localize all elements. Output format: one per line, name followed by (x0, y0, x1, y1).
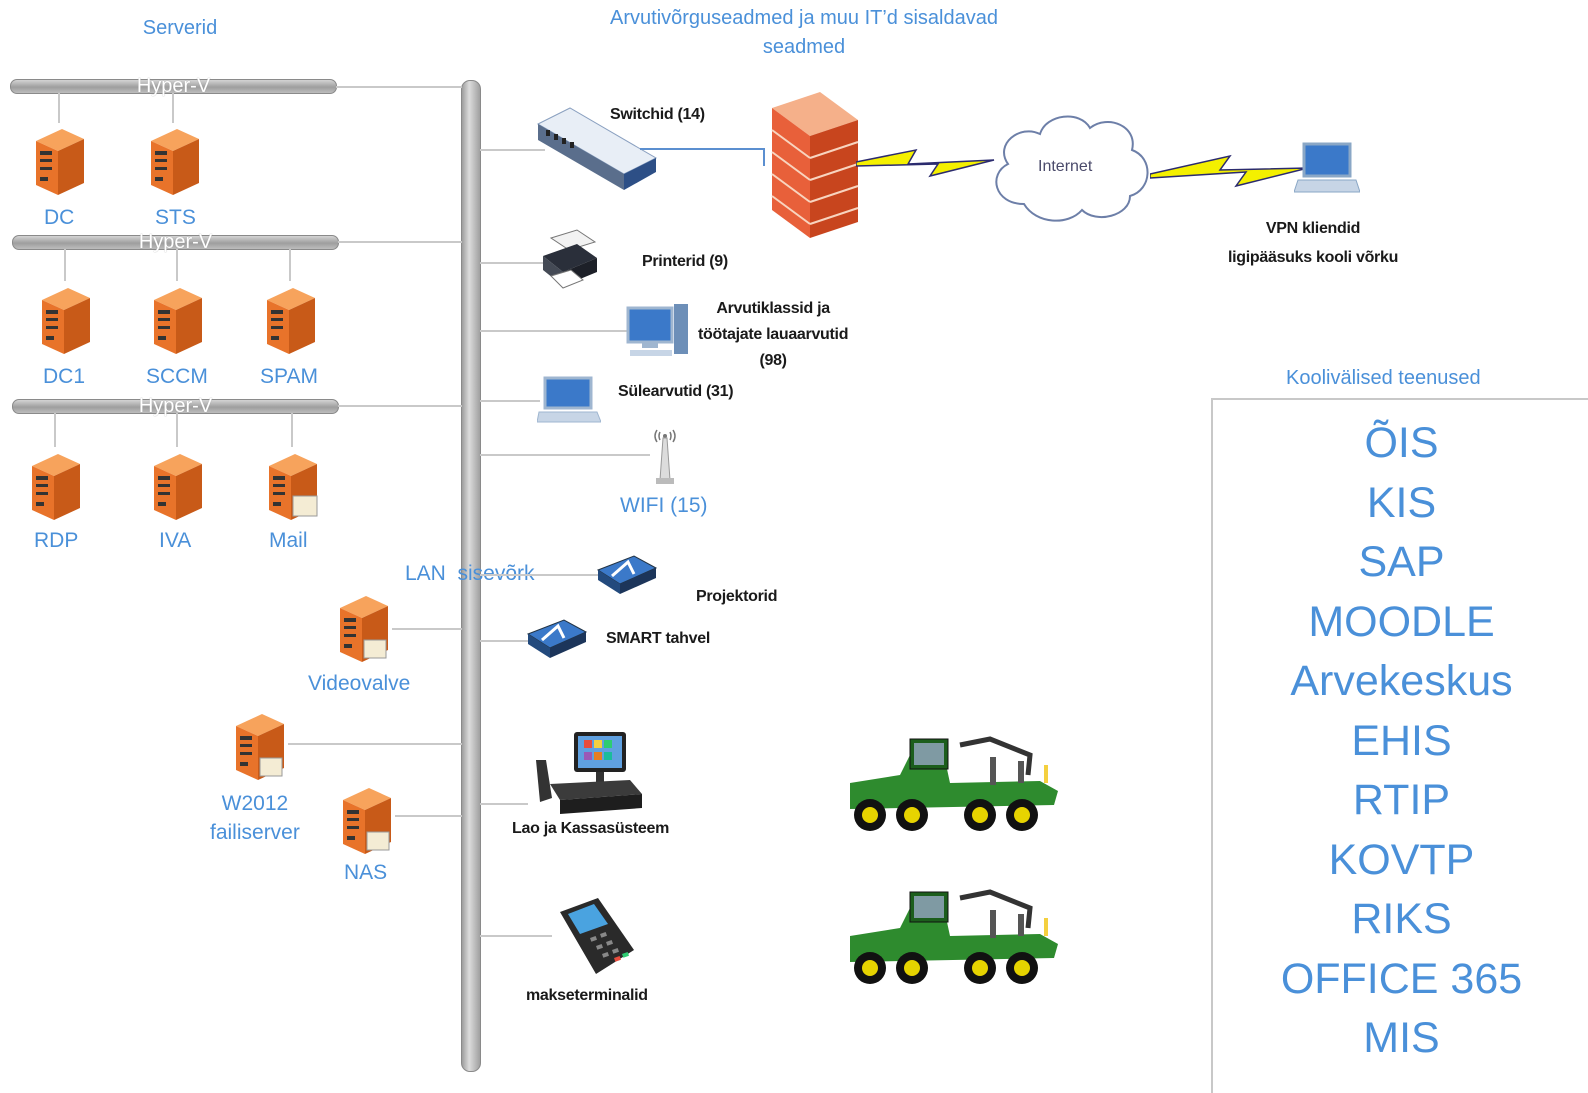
server-icon (267, 288, 315, 354)
videovalve-server-icon (340, 596, 388, 662)
lightning-icon (1150, 154, 1309, 188)
server-label-sccm: SCCM (146, 365, 208, 388)
connector (176, 413, 178, 447)
external-services-box: ÕIS KIS SAP MOODLE Arvekeskus EHIS RTIP … (1211, 398, 1588, 1093)
external-service: MOODLE (1308, 597, 1495, 646)
videovalve-label: Videovalve (308, 672, 411, 695)
smart-label: SMART tahvel (606, 630, 710, 647)
laptop-icon (1294, 142, 1360, 193)
hyperv-label: Hyper-V (138, 395, 213, 417)
hyperv-bar-3: Hyper-V (12, 395, 339, 417)
printer-icon (543, 229, 597, 289)
external-service: SAP (1358, 538, 1445, 586)
desktops-label: Arvutiklassid ja töötajate lauaarvutid (… (698, 300, 849, 369)
connector (289, 249, 291, 281)
server-icon (151, 129, 199, 195)
nas-label: NAS (344, 861, 388, 884)
connector (336, 86, 462, 88)
vpn-label: VPN kliendid ligipääsuks kooli võrku (1228, 220, 1399, 266)
hyperv-bar-1: Hyper-V (10, 75, 337, 97)
internet-label: Internet (1038, 158, 1093, 175)
connector (338, 405, 462, 407)
server-label-rdp: RDP (34, 529, 79, 552)
connector (176, 249, 178, 281)
server-label-dc: DC (44, 206, 75, 229)
connector (480, 935, 552, 937)
server-icon (32, 454, 80, 520)
projector-icon (596, 555, 658, 594)
firewall-icon (771, 92, 859, 238)
hyperv-bar-2: Hyper-V (12, 231, 339, 253)
printers-label: Printerid (9) (642, 253, 728, 270)
external-title: Koolivälised teenused (1286, 367, 1481, 389)
server-icon (154, 454, 202, 520)
server-label-spam: SPAM (260, 365, 318, 388)
server-label-mail: Mail (269, 529, 308, 552)
connector (64, 249, 66, 281)
connector (480, 330, 630, 332)
servers-title: Serverid (142, 17, 218, 39)
external-service: KIS (1366, 478, 1437, 527)
connector (480, 262, 545, 264)
external-service: MIS (1363, 1014, 1440, 1062)
connector (54, 413, 56, 447)
server-icon (42, 288, 90, 354)
external-service: KOVTP (1328, 835, 1475, 884)
connector (480, 640, 530, 642)
terminals-label: makseterminalid (526, 987, 648, 1004)
laptop-icon (537, 376, 601, 423)
external-service: EHIS (1351, 716, 1452, 765)
external-service: ÕIS (1364, 419, 1439, 467)
connector (395, 815, 462, 817)
external-service: Arvekeskus (1290, 657, 1513, 705)
projectors-label: Projektorid (696, 588, 778, 605)
connector (172, 93, 174, 123)
connector (480, 454, 650, 456)
nas-server-icon (343, 788, 391, 854)
server-icon (36, 129, 84, 195)
smart-board-icon (526, 619, 588, 658)
server-label-dc1: DC1 (43, 365, 86, 388)
pos-terminal-icon (536, 732, 642, 814)
lightning-icon (856, 148, 995, 178)
server-icon (154, 288, 202, 354)
hyperv-label: Hyper-V (138, 231, 213, 253)
wifi-antenna-icon (654, 429, 676, 484)
connector (480, 803, 528, 805)
connector (291, 413, 293, 447)
connector (392, 628, 462, 630)
server-label-sts: STS (155, 206, 196, 229)
switch-link (763, 148, 765, 166)
hyperv-label: Hyper-V (136, 75, 211, 97)
switches-label: Switchid (14) (610, 106, 705, 123)
external-service: RTIP (1352, 776, 1451, 824)
switch-link (640, 148, 765, 150)
forwarder-machine-icon (850, 889, 1058, 984)
payment-terminal-icon (560, 898, 634, 974)
connector (338, 241, 462, 243)
forwarder-machine-icon (850, 736, 1058, 831)
connector (480, 149, 545, 151)
w2012-server-icon (236, 714, 284, 780)
cloud-icon (995, 115, 1149, 222)
server-label-iva: IVA (159, 529, 192, 552)
pos-label: Lao ja Kassasüsteem (512, 820, 670, 837)
connector (480, 400, 540, 402)
devices-title: Arvutivõrguseadmed ja muu IT’d sisaldava… (610, 7, 998, 58)
switch-icon (536, 107, 658, 190)
lan-label: LAN sisevõrk (405, 562, 535, 585)
connector (480, 574, 600, 576)
external-service: OFFICE 365 (1280, 954, 1523, 1003)
external-service: RIKS (1351, 895, 1452, 943)
connector (288, 743, 462, 745)
wifi-label: WIFI (15) (620, 494, 708, 517)
desktop-icon (626, 304, 688, 356)
mail-server-icon (269, 454, 318, 520)
w2012-label: W2012 failiserver (210, 792, 300, 844)
laptops-label: Sülearvutid (31) (618, 383, 734, 400)
lan-trunk (461, 80, 481, 1072)
connector (58, 93, 60, 123)
